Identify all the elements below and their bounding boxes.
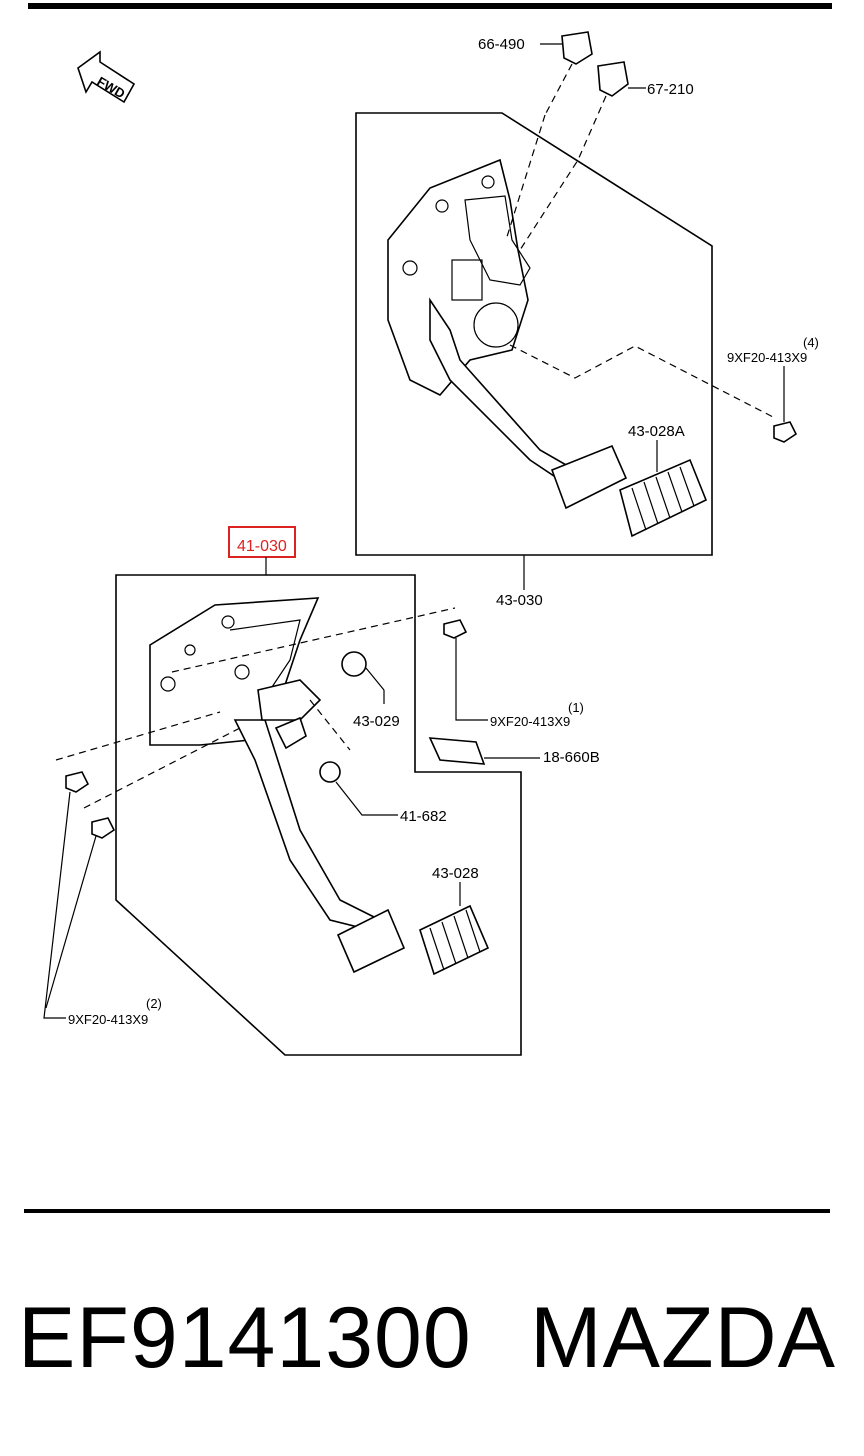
callout-nut-top: 9XF20-413X9: [727, 350, 807, 365]
part-number: EF9141300: [18, 1290, 472, 1386]
callout-nut-mid-qty: (1): [568, 700, 584, 715]
brake-pedal-pad: [619, 458, 708, 538]
callout-43-030: 43-030: [496, 592, 543, 609]
nut-mid: [443, 619, 488, 721]
switch-18-660b: [428, 737, 540, 765]
switch-67-210: [597, 61, 646, 97]
clutch-pedal-arm: [233, 679, 406, 974]
clutch-pedal-pad: [419, 904, 490, 976]
brake-bracket: [387, 158, 531, 396]
callout-67-210: 67-210: [647, 81, 694, 98]
nut-left-1: [65, 771, 90, 793]
callout-43-028a: 43-028A: [628, 423, 685, 440]
brand-name: MAZDA: [530, 1290, 836, 1386]
bush-41-682: [319, 761, 398, 816]
callout-nut-mid: 9XF20-413X9: [490, 714, 570, 729]
callout-nut-left: 9XF20-413X9: [68, 1012, 148, 1027]
stop-switch-66-490: [540, 31, 593, 65]
nut-left-2: [91, 817, 116, 839]
callout-18-660b: 18-660B: [543, 749, 600, 766]
fwd-arrow-icon: FWD: [77, 50, 136, 104]
fwd-label: FWD: [95, 74, 128, 102]
nut-top: [773, 366, 798, 443]
callout-41-030: 41-030: [237, 538, 287, 555]
callout-43-029: 43-029: [353, 713, 400, 730]
clutch-assy-frame: [115, 574, 522, 1056]
brake-pedal-arm: [429, 297, 628, 510]
clutch-bracket: [149, 597, 320, 746]
callout-66-490: 66-490: [478, 36, 525, 53]
callout-41-682: 41-682: [400, 808, 447, 825]
brake-assy-frame: [355, 112, 713, 556]
callout-43-028: 43-028: [432, 865, 479, 882]
callout-nut-left-qty: (2): [146, 996, 162, 1011]
callout-nut-top-qty: (4): [803, 335, 819, 350]
stopper-43-029: [341, 651, 385, 704]
highlight-box-41-030: [228, 526, 296, 558]
